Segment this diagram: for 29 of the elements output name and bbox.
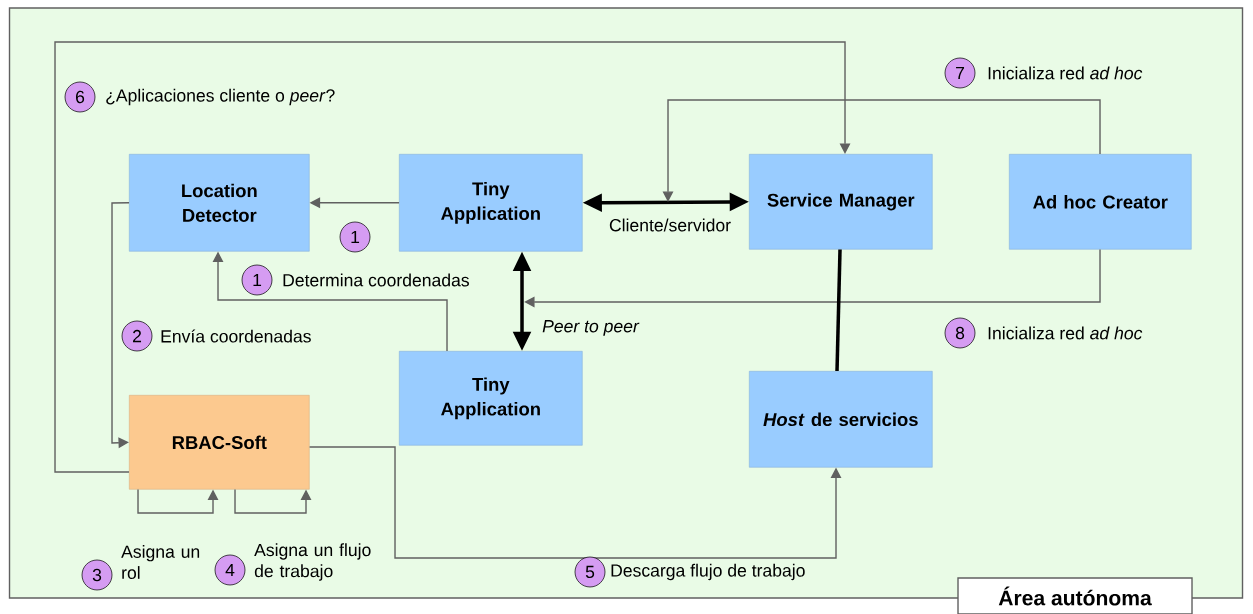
- area-heading: Área autónoma: [957, 577, 1193, 614]
- step-number: 1: [241, 264, 273, 296]
- step-label: Asigna un rol: [121, 545, 200, 579]
- step-label: ¿Aplicaciones cliente o peer?: [106, 88, 335, 106]
- process-box: Tiny Application: [399, 154, 583, 252]
- process-box: Tiny Application: [399, 351, 583, 446]
- step-label: Inicializa red ad hoc: [988, 326, 1143, 340]
- step-number: 1: [339, 221, 371, 253]
- arrow: [137, 488, 219, 514]
- step-number: 3: [81, 559, 113, 591]
- step-number: 6: [64, 81, 96, 113]
- step-number: 8: [944, 317, 976, 349]
- step-label: Descarga flujo de trabajo: [611, 563, 805, 581]
- arrow: [54, 41, 851, 473]
- process-box: Host de servicios: [749, 371, 933, 468]
- step-number: 7: [944, 57, 976, 89]
- process-box: Location Detector: [129, 154, 310, 252]
- step-number: 2: [121, 320, 153, 352]
- process-box: RBAC-Soft: [129, 395, 310, 490]
- step-label: Asigna un flujo de trabajo: [254, 543, 371, 581]
- arrow: [524, 248, 1101, 308]
- step-number: 5: [574, 556, 606, 588]
- process-box: Ad hoc Creator: [1009, 154, 1192, 250]
- edge-label: Peer to peer: [540, 318, 641, 338]
- process-box: Service Manager: [749, 154, 933, 250]
- step-label: Inicializa red ad hoc: [988, 66, 1143, 80]
- step-label: Envía coordenadas: [161, 329, 311, 343]
- step-number: 4: [214, 554, 246, 586]
- step-label: Determina coordenadas: [283, 273, 469, 287]
